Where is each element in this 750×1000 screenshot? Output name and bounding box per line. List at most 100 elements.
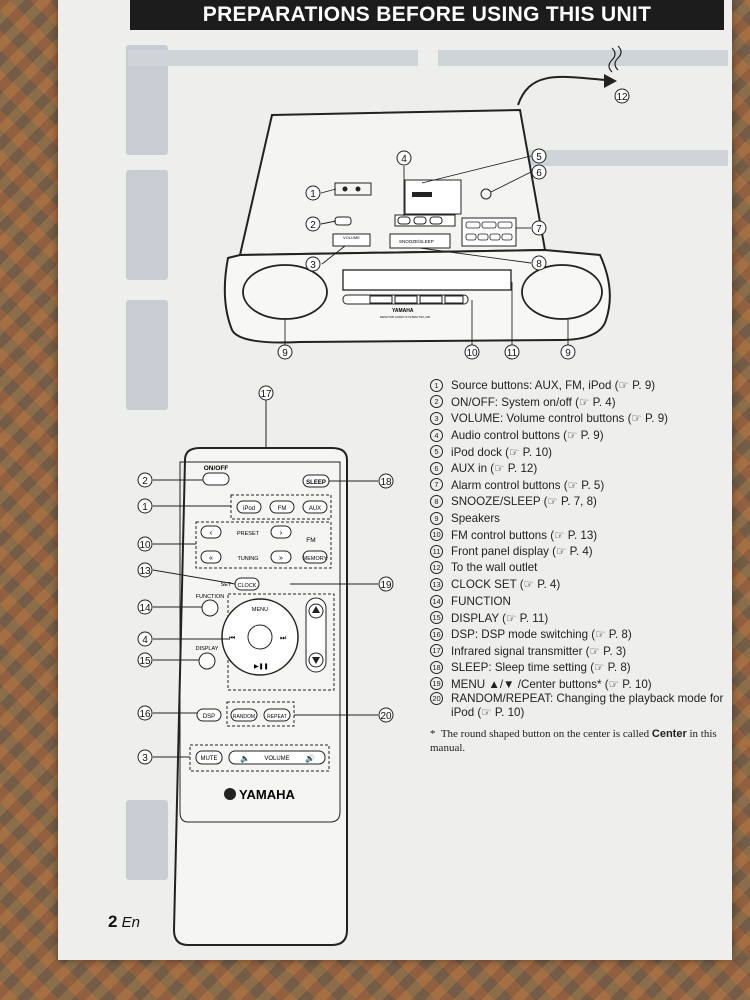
set-label: SET (221, 582, 232, 588)
display-label: DISPLAY (196, 646, 219, 652)
legend-text: SNOOZE/SLEEP (☞ P. 7, 8) (451, 495, 597, 509)
remote-callout-16: 16 (139, 709, 151, 720)
legend-text: To the wall outlet (451, 561, 538, 575)
preset-down-button[interactable] (200, 525, 222, 539)
remote-ipod-button[interactable] (236, 500, 262, 514)
callout-9: 9 (282, 348, 288, 359)
arrow-right-icon (604, 74, 617, 88)
center-button[interactable] (247, 624, 273, 650)
footnote: * The round shaped button on the center … (430, 727, 730, 755)
alarm-button (465, 221, 481, 229)
footnote-text-before: The round shaped button on the center is… (440, 728, 652, 740)
alarm-button (497, 221, 513, 229)
legend-number: 19 (430, 677, 443, 691)
legend-number: 6 (430, 461, 443, 475)
tuning-up-button[interactable] (270, 550, 292, 564)
callout-4: 4 (401, 154, 407, 165)
remote-function-button[interactable] (201, 599, 219, 617)
remote-display-button[interactable] (198, 652, 216, 670)
legend-text: CLOCK SET (☞ P. 4) (451, 578, 561, 592)
alarm-button (501, 233, 513, 241)
alarm-control-buttons (461, 217, 517, 247)
legend-text: DSP: DSP mode switching (☞ P. 8) (451, 628, 632, 642)
legend-text: SLEEP: Sleep time setting (☞ P. 8) (451, 661, 631, 675)
legend-number: 18 (430, 660, 443, 674)
legend-text: Audio control buttons (☞ P. 9) (451, 429, 604, 443)
legend-number: 11 (430, 544, 443, 558)
legend-item: 18 SLEEP: Sleep time setting (☞ P. 8) (430, 659, 730, 676)
legend-text: Source buttons: AUX, FM, iPod (☞ P. 9) (451, 379, 656, 393)
legend-text: VOLUME: Volume control buttons (☞ P. 9) (451, 412, 669, 426)
remote-callout-15: 15 (139, 656, 151, 667)
skip-back-icon: ⏮ (229, 635, 235, 642)
bleed-through-bar (438, 50, 728, 66)
preset-label: PRESET (237, 531, 260, 537)
remote-memory-button[interactable] (302, 550, 328, 564)
ipod-connector (412, 192, 432, 197)
alarm-button (477, 233, 489, 241)
down-button-ring (308, 652, 324, 668)
memory-label: MEMORY (303, 556, 328, 562)
remote-sleep-label: SLEEP (306, 480, 326, 486)
triangle-down-icon (312, 657, 320, 664)
callout-11: 11 (507, 348, 518, 359)
mute-label: MUTE (201, 756, 218, 762)
alarm-button (481, 221, 497, 229)
legend-number: 12 (430, 561, 443, 575)
callout-3: 3 (310, 260, 316, 271)
remote-aux-button[interactable] (302, 500, 328, 514)
audio-button (397, 216, 411, 225)
legend-text: DISPLAY (☞ P. 11) (451, 611, 549, 625)
legend-text: AUX in (☞ P. 12) (451, 462, 538, 476)
legend-text: Infrared signal transmitter (☞ P. 3) (451, 644, 627, 658)
legend-number: 17 (430, 644, 443, 658)
remote-ipod-label: iPod (243, 506, 255, 512)
remote-fm-label: FM (278, 506, 287, 512)
remote-volume-rocker[interactable] (228, 750, 326, 765)
remote-random-button[interactable] (230, 708, 258, 722)
unit-brand: YAMAHA (392, 308, 414, 314)
preset-up-button[interactable] (270, 525, 292, 539)
remote-callout-14: 14 (139, 603, 151, 614)
remote-callout-17: 17 (260, 389, 272, 400)
remote-callout-13: 13 (139, 566, 151, 577)
snooze-label: SNOOZE/SLEEP (399, 239, 434, 244)
clock-label: CLOCK (238, 583, 257, 589)
remote-callout-18: 18 (380, 477, 392, 488)
footnote-mark: * (430, 728, 436, 740)
tuning-down-button[interactable] (200, 550, 222, 564)
callout-6: 6 (536, 168, 542, 179)
remote-mute-button[interactable] (195, 750, 223, 765)
double-chevron-left-icon: « (209, 555, 213, 562)
callout-2: 2 (310, 220, 316, 231)
remote-fm-button[interactable] (269, 500, 295, 514)
alarm-button (489, 233, 501, 241)
front-preset-button (394, 295, 418, 304)
legend-number: 5 (430, 445, 443, 459)
front-tuning-button (419, 295, 443, 304)
random-label: RANDOM (233, 714, 255, 720)
remote-face (179, 461, 341, 823)
legend-number: 20 (430, 692, 443, 706)
remote-onoff-button[interactable] (202, 472, 230, 486)
remote-body (172, 447, 348, 946)
on-off-button (334, 216, 352, 226)
remote-aux-label: AUX (309, 506, 321, 512)
repeat-label: REPEAT (267, 714, 287, 720)
volume-down-icon: 🔈 (240, 754, 250, 763)
remote-volume-label: VOLUME (264, 756, 289, 762)
remote-onoff-label: ON/OFF (204, 465, 229, 472)
callout-7: 7 (536, 224, 542, 235)
remote-dsp-button[interactable] (196, 708, 222, 722)
remote-repeat-button[interactable] (263, 708, 291, 722)
